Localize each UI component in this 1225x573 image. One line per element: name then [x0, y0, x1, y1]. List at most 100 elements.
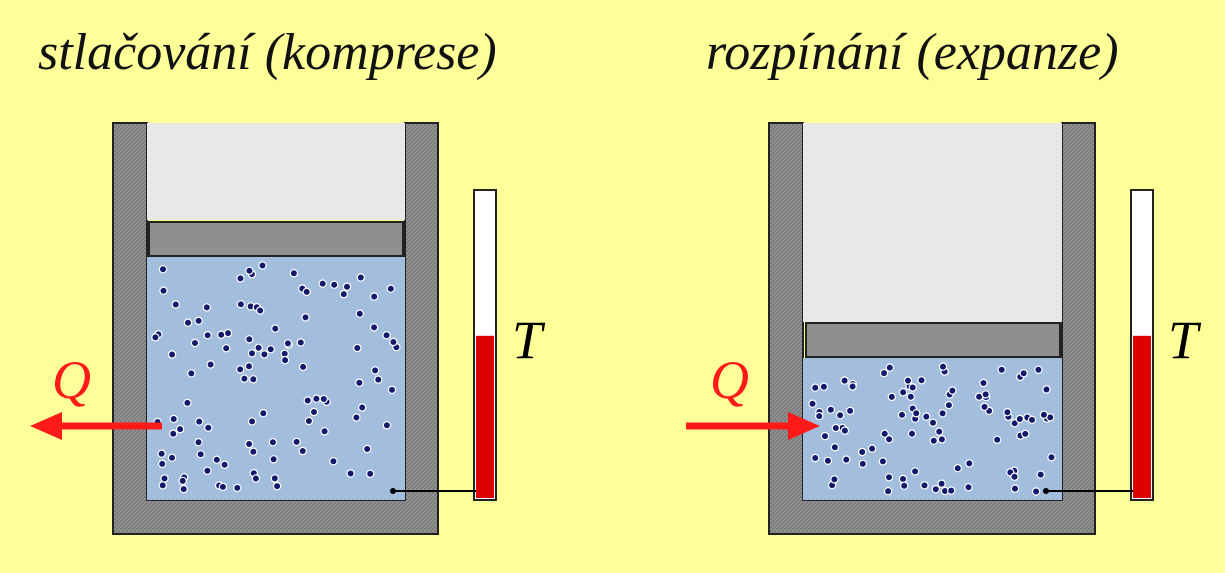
gas-molecule [858, 459, 868, 469]
gas-molecule [292, 437, 301, 447]
gas-molecule [194, 316, 203, 326]
gas-molecule [884, 473, 894, 482]
gas-molecule [1031, 487, 1041, 496]
gas-molecule [937, 479, 946, 488]
gas-molecule [840, 376, 849, 385]
gas-molecule [158, 265, 168, 274]
gas-molecule [823, 456, 833, 465]
gas-molecule [216, 330, 226, 339]
gas-molecule [835, 411, 845, 420]
gas-molecule [819, 382, 829, 391]
gas-molecule [179, 484, 188, 494]
gas-molecule [920, 481, 929, 490]
gas-molecule [947, 486, 956, 495]
gas-molecule [302, 287, 311, 297]
gas-molecule [244, 439, 254, 449]
gas-molecule [938, 362, 948, 371]
gas-molecule [928, 418, 938, 427]
gas-molecule [312, 394, 321, 403]
gas-molecule [858, 447, 867, 457]
gas-molecule [981, 390, 990, 399]
gas-molecule [169, 414, 178, 424]
gas-molecule [247, 417, 257, 426]
gas-molecule [908, 383, 917, 392]
thermometer-fill [1133, 335, 1151, 498]
gas-molecule [244, 362, 254, 371]
gas-molecule [929, 436, 939, 445]
gas-molecule [369, 323, 379, 332]
temperature-label: T [1168, 310, 1202, 370]
gas-molecule [157, 459, 167, 469]
gas-molecule [370, 366, 380, 375]
gas-molecule [840, 426, 850, 435]
gas-molecule [907, 429, 917, 438]
thermometer [473, 189, 497, 501]
gas-molecule [202, 303, 211, 312]
expansion-title: rozpínání (expanze) [706, 24, 1119, 81]
gas-molecule [159, 286, 168, 295]
gas-molecule [938, 409, 947, 418]
gas-molecule [236, 300, 246, 309]
compression-title: stlačování (komprese) [38, 24, 497, 81]
gas-molecule [330, 280, 339, 289]
gas-molecule [880, 429, 889, 438]
gas-molecule [1042, 385, 1051, 394]
gas-molecule [235, 365, 245, 374]
gas-molecule [329, 457, 338, 466]
gas-molecule [917, 376, 926, 385]
gas-molecule [319, 394, 328, 404]
gas-molecule [183, 318, 193, 327]
gas-molecule [194, 417, 204, 426]
gas-molecule [298, 362, 308, 372]
gas-molecule [382, 421, 392, 430]
gas-molecule [811, 383, 820, 392]
gas-molecule [374, 375, 383, 384]
heat-label: Q [710, 350, 749, 410]
gas-molecule [352, 413, 361, 422]
gas-molecule [266, 345, 275, 354]
gas-molecule [206, 360, 215, 369]
gas-molecule [964, 483, 973, 492]
gas-molecule [158, 481, 167, 490]
gas-molecule [831, 423, 841, 433]
gas-molecule [845, 406, 855, 416]
gas-molecule [203, 466, 212, 475]
gas-molecule [922, 412, 931, 421]
gas-molecule [906, 392, 916, 401]
gas-molecule [249, 375, 258, 384]
gas-molecule [1010, 484, 1020, 493]
gas-molecule [879, 368, 889, 378]
gas-molecule [811, 453, 820, 463]
gas-molecule [898, 388, 908, 397]
gas-molecule [283, 339, 293, 348]
gas-molecule [309, 407, 319, 417]
compression-panel: T Q [30, 122, 546, 535]
gas-molecule [178, 476, 187, 486]
gas-molecule [203, 331, 212, 340]
gas-molecule [900, 481, 909, 490]
gas-molecule [298, 446, 307, 456]
gas-molecule [878, 457, 888, 466]
gas-molecule [259, 409, 268, 418]
gas-molecule [842, 455, 851, 464]
gas-molecule [240, 374, 249, 383]
gas-molecule [887, 392, 897, 402]
gas-molecule [171, 300, 180, 309]
gas-molecule [167, 350, 177, 359]
gas-molecule [944, 400, 954, 410]
gas-molecule [815, 411, 824, 421]
gas-molecule [883, 487, 893, 496]
gas-molecule [830, 475, 839, 484]
gas-molecule [258, 261, 267, 270]
gas-molecule [808, 399, 817, 408]
gas-molecule [826, 405, 836, 414]
gas-molecule [366, 469, 375, 478]
gas-molecule [848, 382, 857, 391]
probe-tip [1043, 488, 1049, 494]
gas-molecule [157, 449, 166, 458]
gas-molecule [867, 444, 877, 453]
gas-molecule [1019, 369, 1028, 378]
gas-molecule [339, 289, 348, 299]
